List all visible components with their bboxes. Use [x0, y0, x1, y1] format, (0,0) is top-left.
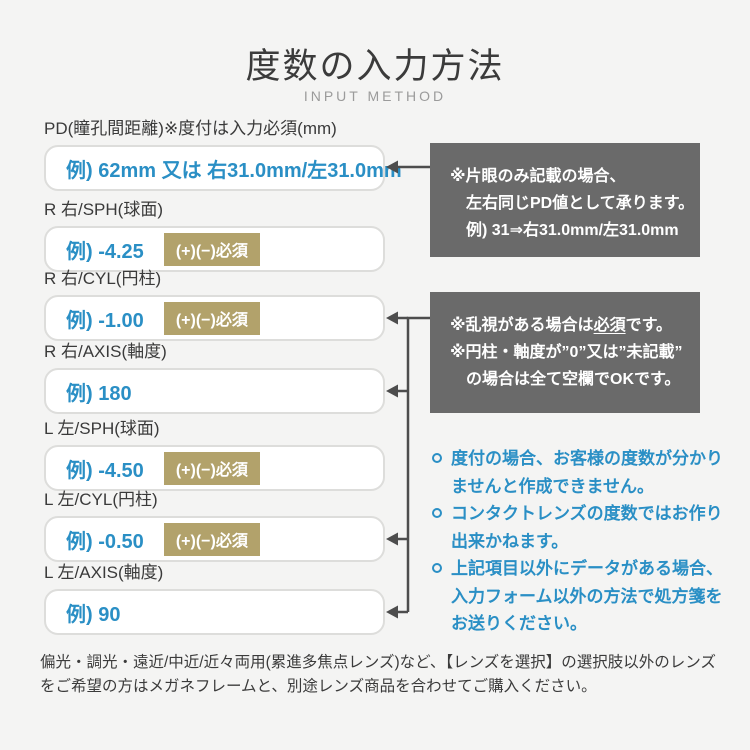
footer-note: 偏光・調光・遠近/中近/近々両用(累進多焦点レンズ)など、【レンズを選択】の選択…	[40, 654, 716, 695]
list-item: 上記項目以外にデータがある場合、入力フォーム以外の方法で処方箋をお送りください。	[431, 555, 733, 638]
field-label-l-axis: L 左/AXIS(軸度)	[44, 563, 164, 582]
example-value-r-axis: 例) 180	[66, 382, 132, 405]
pd-note-line-1: ※片眼のみ記載の場合、	[450, 168, 626, 185]
blue-notes-list: 度付の場合、お客様の度数が分かりませんと作成できません。 コンタクトレンズの度数…	[431, 445, 733, 638]
example-input-box-l-axis: 例) 90	[44, 589, 385, 635]
pd-note-box: ※片眼のみ記載の場合、 左右同じPD値として承ります。 例) 31⇒右31.0m…	[430, 143, 700, 257]
cyl-axis-note-box: ※乱視がある場合は必須です。 ※円柱・軸度が”0”又は”未記載” の場合は全て空…	[430, 292, 700, 413]
required-sign-badge: (+)(−)必須	[163, 232, 260, 266]
blue-note-text: 上記項目以外にデータがある場合、入力フォーム以外の方法で処方箋をお送りください。	[451, 559, 723, 633]
field-label-l-cyl: L 左/CYL(円柱)	[44, 490, 158, 509]
example-value-l-cyl: 例) -0.50	[66, 530, 144, 553]
arrow-left-icon	[386, 605, 398, 619]
cyl-note-line-1-pre: ※乱視がある場合は	[450, 317, 594, 334]
circle-bullet-icon	[432, 453, 442, 463]
circle-bullet-icon	[432, 508, 442, 518]
pd-note-line-3: 例) 31⇒右31.0mm/左31.0mm	[466, 222, 679, 239]
cyl-note-line-1-post: です。	[625, 317, 672, 334]
example-value-pd: 例) 62mm 又は 右31.0mm/左31.0mm	[66, 159, 402, 182]
page-subtitle: INPUT METHOD	[303, 88, 447, 104]
field-label-l-sph: L 左/SPH(球面)	[44, 419, 160, 438]
field-pd: PD(瞳孔間距離)※度付は入力必須(mm) 例) 62mm 又は 右31.0mm…	[44, 119, 402, 191]
arrow-left-icon	[386, 311, 398, 325]
example-value-l-sph: 例) -4.50	[66, 459, 144, 482]
required-sign-badge: (+)(−)必須	[163, 451, 260, 485]
field-label-r-sph: R 右/SPH(球面)	[44, 200, 163, 219]
field-r-sph: R 右/SPH(球面) 例) -4.25 (+)(−)必須	[44, 200, 385, 272]
field-l-axis: L 左/AXIS(軸度) 例) 90	[44, 563, 385, 635]
example-input-box-r-sph: 例) -4.25 (+)(−)必須	[44, 226, 385, 272]
example-input-box-r-axis: 例) 180	[44, 368, 385, 414]
page-title: 度数の入力方法	[245, 47, 505, 86]
blue-note-text: コンタクトレンズの度数ではお作り出来かねます。	[451, 504, 723, 551]
cyl-note-line-2: ※円柱・軸度が”0”又は”未記載”	[450, 344, 683, 361]
cyl-note-line-3: の場合は全て空欄でOKです。	[466, 371, 681, 388]
arrow-left-icon	[386, 384, 398, 398]
field-l-cyl: L 左/CYL(円柱) 例) -0.50 (+)(−)必須	[44, 490, 385, 562]
example-input-box-l-cyl: 例) -0.50 (+)(−)必須	[44, 516, 385, 562]
list-item: 度付の場合、お客様の度数が分かりませんと作成できません。	[431, 445, 733, 500]
field-label-r-cyl: R 右/CYL(円柱)	[44, 269, 162, 288]
cyl-note-line-1: ※乱視がある場合は必須です。	[450, 312, 700, 339]
required-sign-badge: (+)(−)必須	[163, 522, 260, 556]
example-input-box-r-cyl: 例) -1.00 (+)(−)必須	[44, 295, 385, 341]
example-input-box-l-sph: 例) -4.50 (+)(−)必須	[44, 445, 385, 491]
field-r-cyl: R 右/CYL(円柱) 例) -1.00 (+)(−)必須	[44, 269, 385, 341]
example-value-r-sph: 例) -4.25	[66, 240, 144, 263]
circle-bullet-icon	[432, 563, 442, 573]
field-r-axis: R 右/AXIS(軸度) 例) 180	[44, 342, 385, 414]
example-input-box-pd: 例) 62mm 又は 右31.0mm/左31.0mm	[44, 145, 402, 191]
field-l-sph: L 左/SPH(球面) 例) -4.50 (+)(−)必須	[44, 419, 385, 491]
field-label-r-axis: R 右/AXIS(軸度)	[44, 342, 167, 361]
required-sign-badge: (+)(−)必須	[163, 301, 260, 335]
cyl-note-line-1-underlined: 必須	[593, 317, 626, 334]
arrow-left-icon	[386, 532, 398, 546]
blue-note-text: 度付の場合、お客様の度数が分かりませんと作成できません。	[451, 449, 723, 496]
example-value-l-axis: 例) 90	[66, 603, 121, 626]
example-value-r-cyl: 例) -1.00	[66, 309, 144, 332]
connector-line	[406, 316, 430, 612]
pd-note-line-2: 左右同じPD値として承ります。	[466, 195, 695, 212]
field-label-pd: PD(瞳孔間距離)※度付は入力必須(mm)	[44, 119, 337, 138]
list-item: コンタクトレンズの度数ではお作り出来かねます。	[431, 500, 733, 555]
